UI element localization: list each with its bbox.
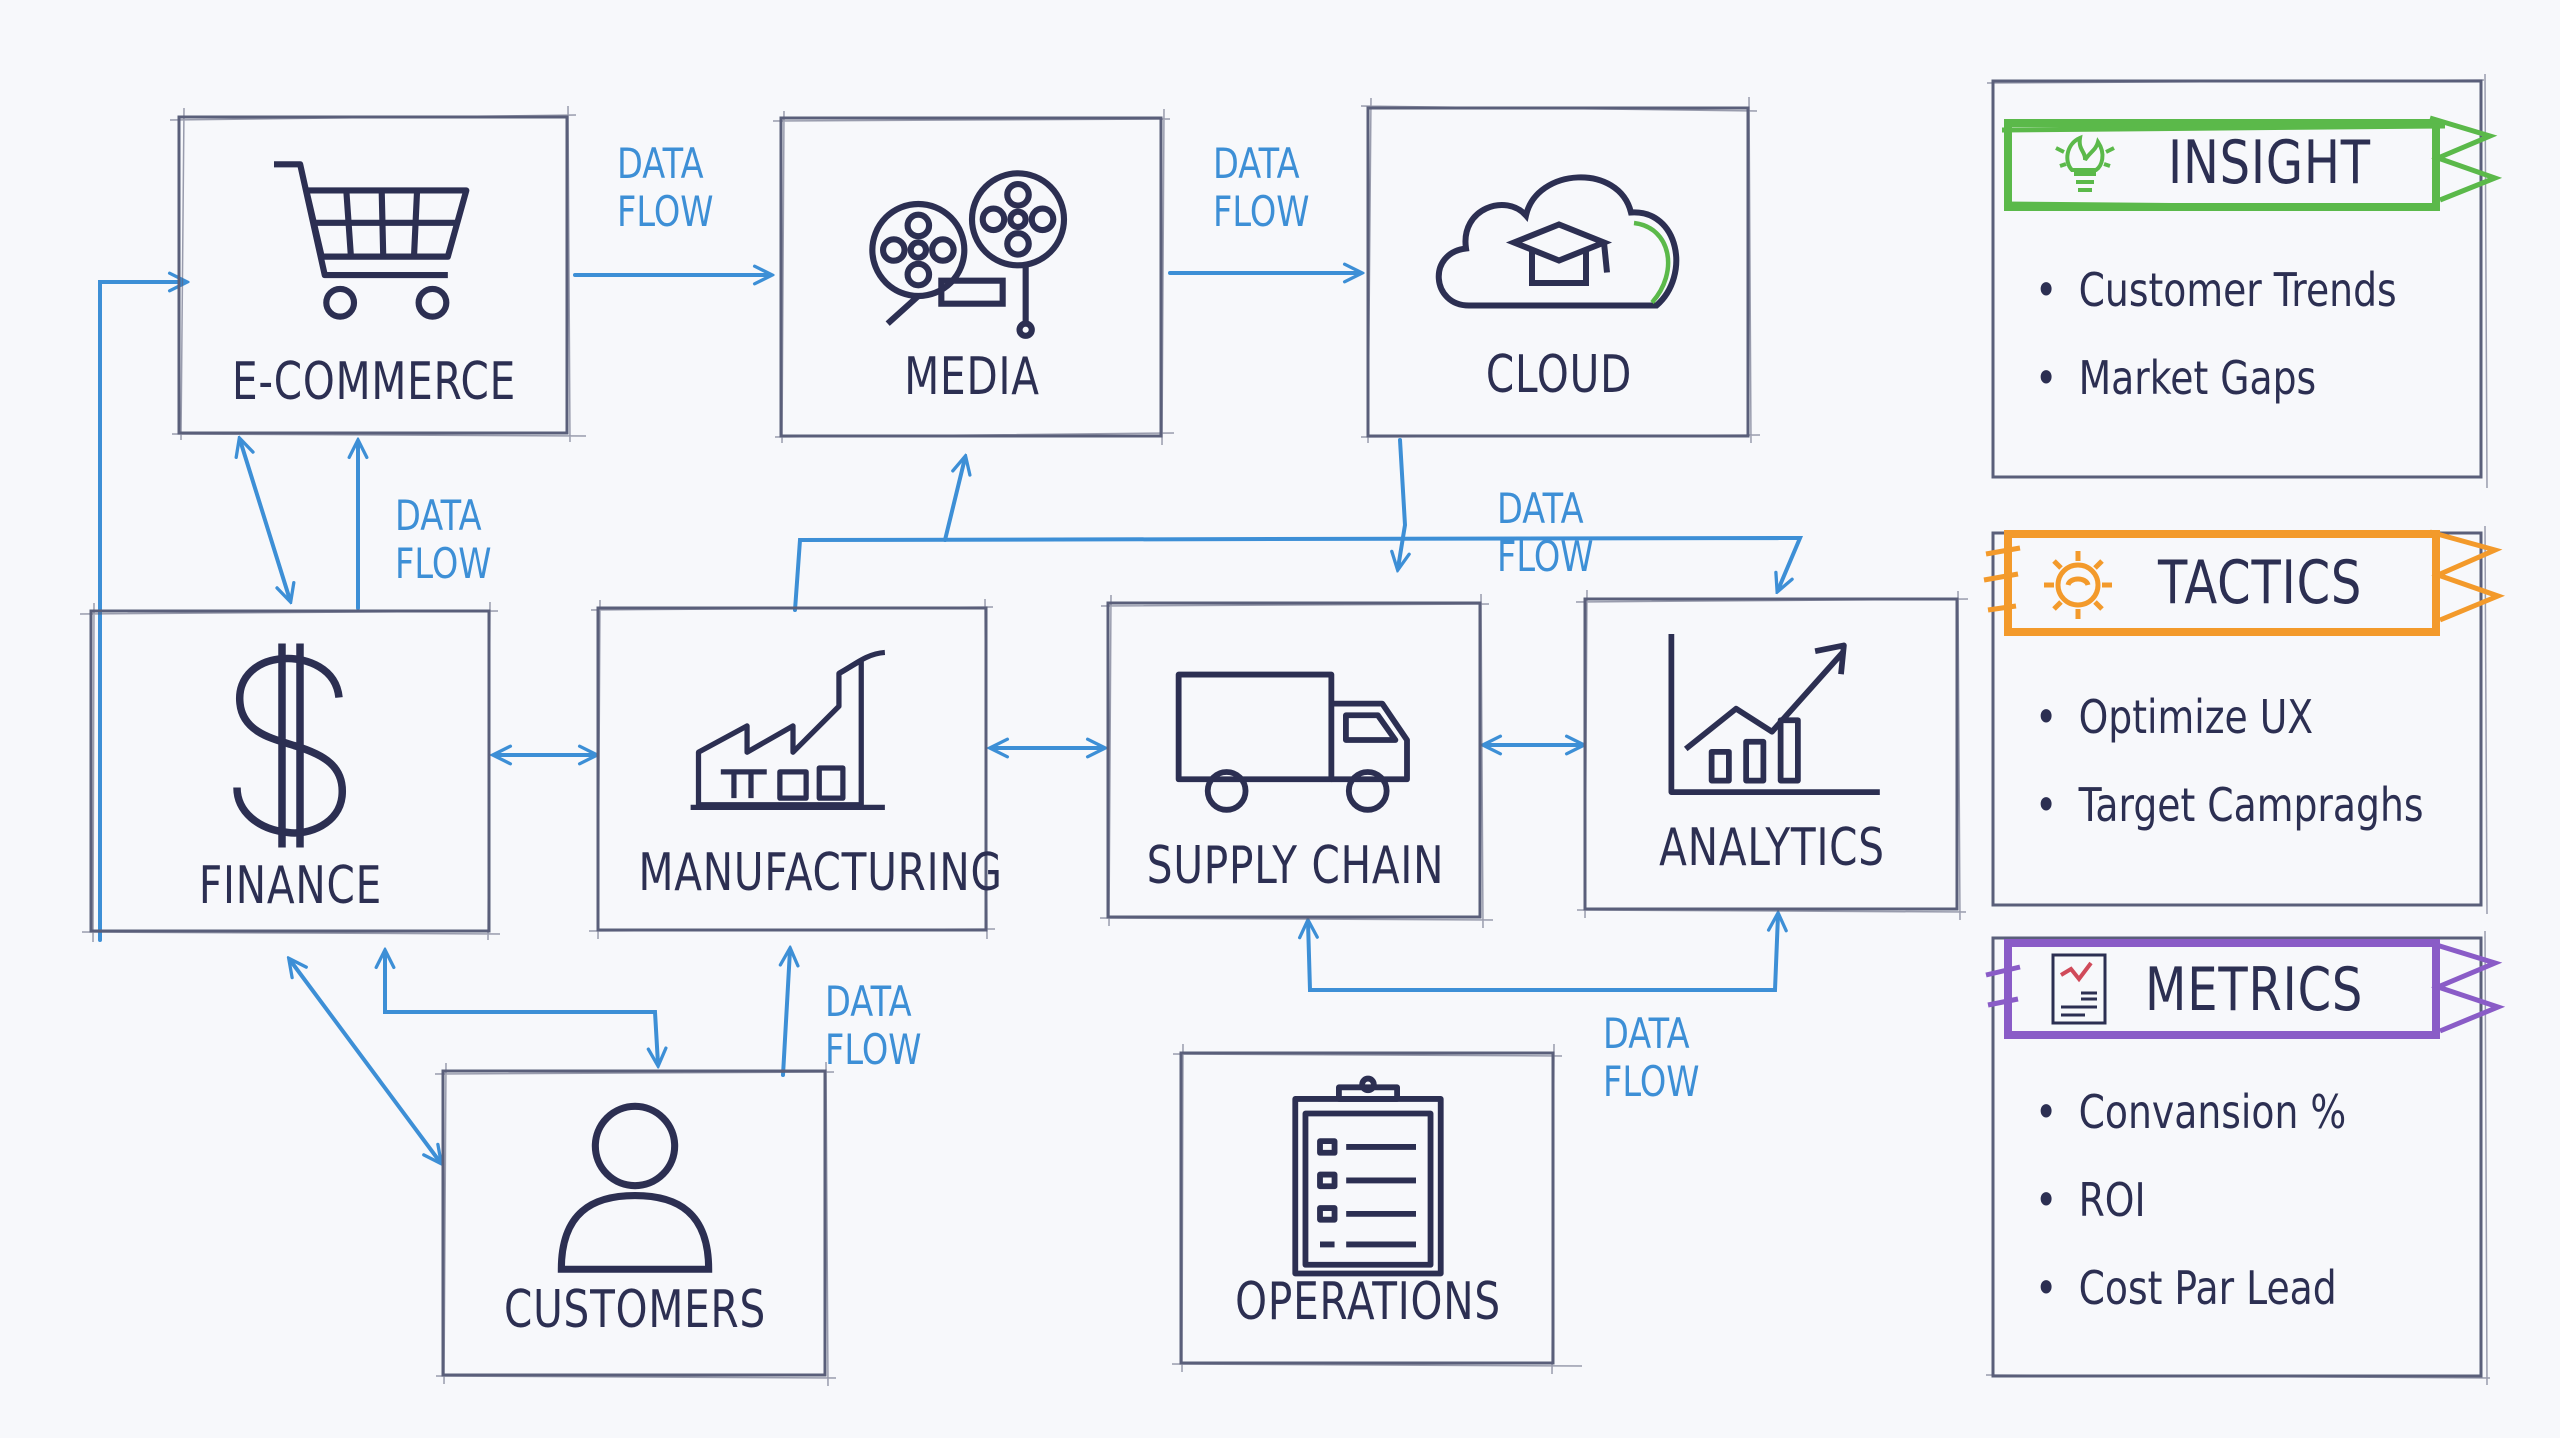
node-media: MEDIA — [772, 108, 1175, 446]
arrow-left-loop-to-ecommerce — [98, 282, 185, 942]
node-label: OPERATIONS — [1235, 1272, 1501, 1332]
node-operations: OPERATIONS — [1171, 1043, 1583, 1375]
node-label: SUPPLY CHAIN — [1146, 836, 1445, 896]
node-box — [79, 601, 501, 943]
node-analytics: ANALYTICS — [1575, 589, 1969, 921]
panel-list: Customer Trends Market Gaps — [2035, 263, 2476, 439]
arrow-finance-customers — [290, 960, 440, 1162]
bar-chart-icon — [1668, 633, 1880, 795]
lightbulb-icon — [2055, 134, 2115, 192]
panel-frame — [1985, 930, 2506, 1386]
node-cloud: CLOUD — [1360, 96, 1761, 444]
panel-list: Optimize UX Target Campraghs — [2035, 690, 2509, 866]
cloud-graduation-cap-icon — [1435, 174, 1680, 309]
arrow-branch-to-media — [943, 458, 965, 542]
panel-title: TACTICS — [2158, 548, 2363, 618]
node-label: CUSTOMERS — [503, 1280, 767, 1340]
node-label: FINANCE — [198, 856, 383, 916]
arrow-finance-to-customers-elbow — [385, 952, 658, 1064]
arrow-cloud-down — [1398, 438, 1405, 568]
node-label: CLOUD — [1485, 345, 1633, 405]
arrow-manufacturing-to-media-branch — [793, 535, 1804, 612]
node-label: ANALYTICS — [1659, 818, 1885, 878]
report-icon — [2051, 953, 2107, 1025]
dollar-sign-icon — [232, 643, 346, 848]
panel-frame — [1986, 73, 2503, 489]
panel-title: INSIGHT — [2168, 128, 2371, 198]
node-label: MEDIA — [904, 347, 1040, 407]
node-box — [1171, 1043, 1583, 1375]
list-item: Optimize UX — [2035, 690, 2424, 744]
person-icon — [557, 1102, 713, 1273]
factory-icon — [690, 649, 885, 810]
list-item: Market Gaps — [2035, 351, 2397, 405]
film-reel-icon — [869, 170, 1068, 339]
node-ecommerce: E-COMMERCE — [169, 105, 587, 443]
panel-metrics: METRICS Convansion % ROI Cost Par Lead — [1985, 930, 2506, 1386]
panel-insight: INSIGHT Customer Trends Market Gaps — [1986, 73, 2503, 489]
node-box — [1360, 96, 1761, 444]
arrow-finance-ecommerce — [240, 440, 290, 600]
list-item: Cost Par Lead — [2035, 1261, 2346, 1315]
node-box — [588, 598, 996, 940]
arrow-customers-to-manufacturing — [783, 950, 790, 1077]
list-item: ROI — [2035, 1173, 2346, 1227]
shopping-cart-icon — [274, 161, 470, 320]
arrow-supply-analytics-bottom — [1308, 915, 1778, 992]
list-item: Convansion % — [2035, 1085, 2347, 1139]
clipboard-icon — [1292, 1075, 1444, 1277]
list-item: Customer Trends — [2035, 263, 2397, 317]
node-box — [169, 105, 587, 443]
node-box — [1099, 593, 1494, 929]
node-customers: CUSTOMERS — [434, 1061, 837, 1387]
node-finance: FINANCE — [79, 601, 501, 943]
panel-frame — [1983, 525, 2506, 915]
node-box — [772, 108, 1175, 446]
node-label: E-COMMERCE — [231, 352, 517, 412]
node-label: MANUFACTURING — [638, 843, 1003, 903]
panel-title: METRICS — [2145, 955, 2364, 1025]
node-box — [1575, 589, 1969, 921]
list-item: Target Campraghs — [2035, 778, 2424, 832]
truck-icon — [1175, 671, 1410, 813]
panel-tactics: TACTICS Optimize UX Target Campraghs — [1983, 525, 2506, 915]
node-manufacturing: MANUFACTURING — [588, 598, 1003, 940]
gear-icon — [2044, 551, 2112, 619]
node-supply-chain: SUPPLY CHAIN — [1099, 593, 1494, 929]
node-box — [434, 1061, 837, 1387]
panel-list: Convansion % ROI Cost Par Lead — [2035, 1085, 2415, 1349]
